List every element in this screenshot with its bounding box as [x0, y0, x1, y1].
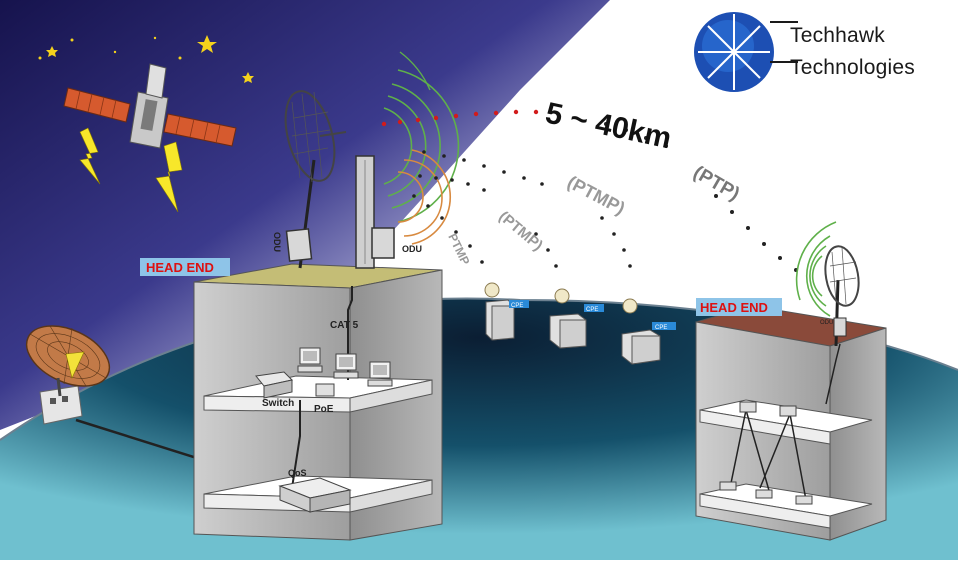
cpe-building: [621, 298, 676, 365]
company-logo: Techhawk Technologies: [678, 0, 933, 103]
satellite-icon: [63, 63, 237, 149]
satellite-dish-icon: [25, 325, 111, 425]
odu-label-right: ODU: [402, 244, 422, 254]
cpe-label: CPE: [511, 303, 523, 309]
logo-line-1: Techhawk: [790, 24, 885, 47]
computer-icon: [297, 347, 393, 387]
radio-waves: [795, 221, 837, 317]
lightning-icon: [79, 127, 183, 213]
head-end-building-right: [695, 305, 887, 541]
cpe-building: [484, 282, 529, 341]
ptmp-label: (PTMP): [564, 172, 628, 219]
switch-label: Switch: [262, 398, 294, 409]
ptmp-label-2: (PTMP): [495, 208, 546, 254]
distance-label: 5 ~ 40km: [543, 97, 675, 156]
panel-antenna-icon: [355, 155, 395, 269]
head-end-label-right: HEAD END: [700, 300, 768, 315]
stars: [38, 35, 254, 83]
logo-line-2: Technologies: [790, 56, 915, 79]
cpe-building: [549, 288, 604, 349]
grid-antenna-icon: [824, 245, 860, 347]
ptmp-links: [412, 150, 632, 268]
radio-waves: [383, 51, 460, 245]
odu-label-left: ODU: [272, 232, 282, 252]
ptp-link: [381, 109, 539, 127]
cat5-label: CAT 5: [330, 320, 359, 331]
qos-icon: [278, 477, 352, 513]
ptp-label: (PTP): [690, 162, 743, 205]
switch-icon: [255, 371, 294, 399]
cpe-label: CPE: [586, 307, 598, 313]
ptmp-label-3: PTMP: [445, 231, 472, 267]
logo-globe-icon: [694, 12, 798, 92]
odu-label-far: ODU: [820, 320, 833, 326]
qos-label: QoS: [288, 468, 307, 478]
head-end-label-left: HEAD END: [146, 260, 214, 275]
poe-label: PoE: [314, 404, 334, 415]
cpe-label: CPE: [655, 325, 667, 331]
grid-antenna-icon: [284, 90, 347, 269]
poe-icon: [315, 383, 335, 397]
